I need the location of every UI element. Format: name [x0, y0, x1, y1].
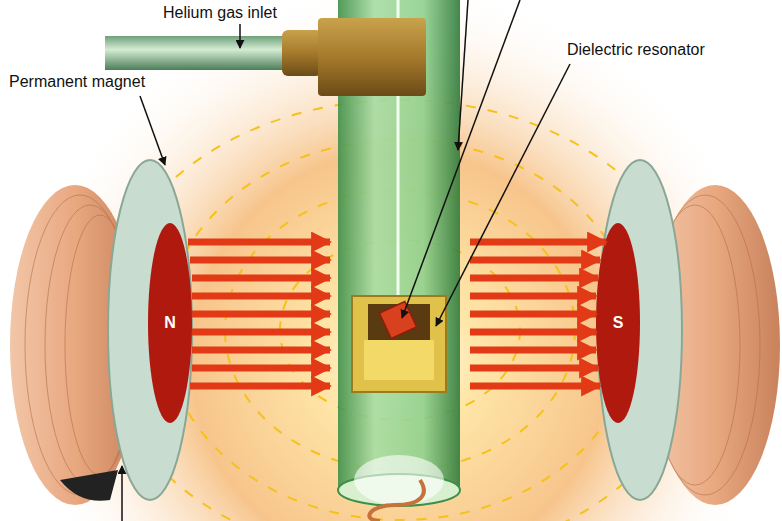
- part-label: Permanent magnet: [6, 72, 148, 91]
- pole-label: S: [613, 313, 624, 332]
- part-label: Dielectric resonator: [564, 40, 708, 59]
- pole-label: N: [164, 313, 176, 332]
- part-label: Helium gas inlet: [160, 3, 280, 22]
